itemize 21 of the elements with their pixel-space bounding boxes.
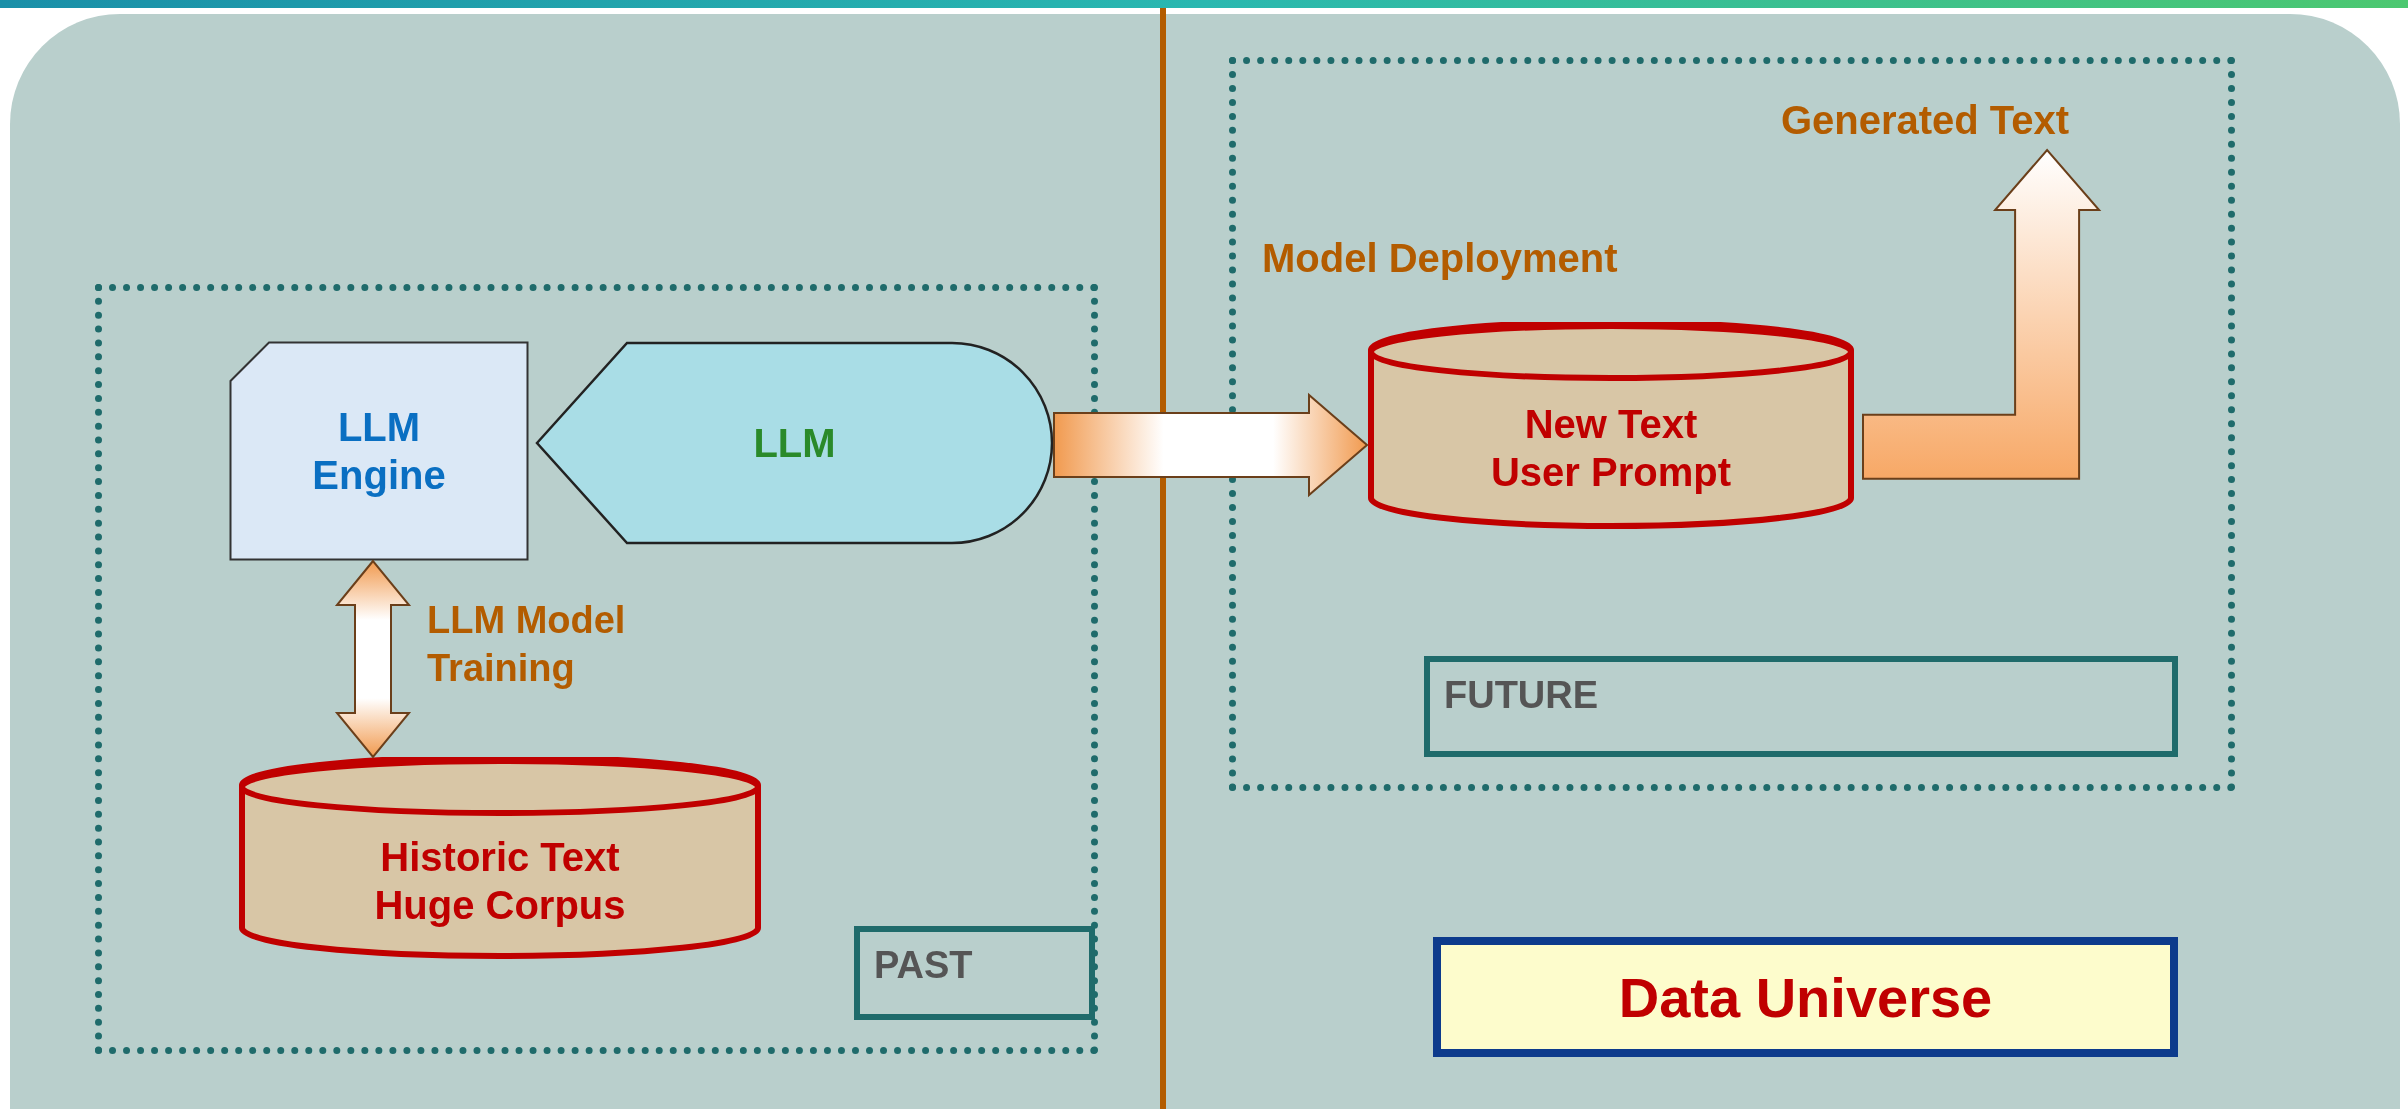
section-heading: Model Deployment bbox=[1262, 236, 1618, 281]
period-label-box bbox=[1424, 656, 2178, 757]
cylinder-label: Huge Corpus bbox=[374, 881, 626, 929]
cylinder-label: Historic Text bbox=[380, 833, 620, 881]
block-arrow bbox=[1053, 392, 1369, 498]
cylinder-label: User Prompt bbox=[1490, 449, 1732, 496]
engine-box bbox=[229, 341, 529, 561]
period-label-box bbox=[854, 926, 1095, 1020]
title-box bbox=[1433, 937, 2178, 1057]
block-arrow bbox=[1862, 148, 2102, 480]
block-arrow bbox=[334, 559, 412, 759]
cylinder-label: New Text bbox=[1524, 401, 1698, 448]
node-label: LLM Engine bbox=[311, 404, 447, 499]
node-label: LLM bbox=[753, 420, 836, 466]
database-cylinder bbox=[1367, 322, 1855, 530]
model-shape bbox=[535, 341, 1054, 545]
node-label: Data Universe bbox=[1618, 964, 1993, 1030]
period-label: PAST bbox=[873, 943, 974, 987]
output-label: Generated Text bbox=[1780, 97, 2070, 143]
period-label: FUTURE bbox=[1443, 673, 1600, 717]
database-cylinder bbox=[238, 757, 762, 960]
